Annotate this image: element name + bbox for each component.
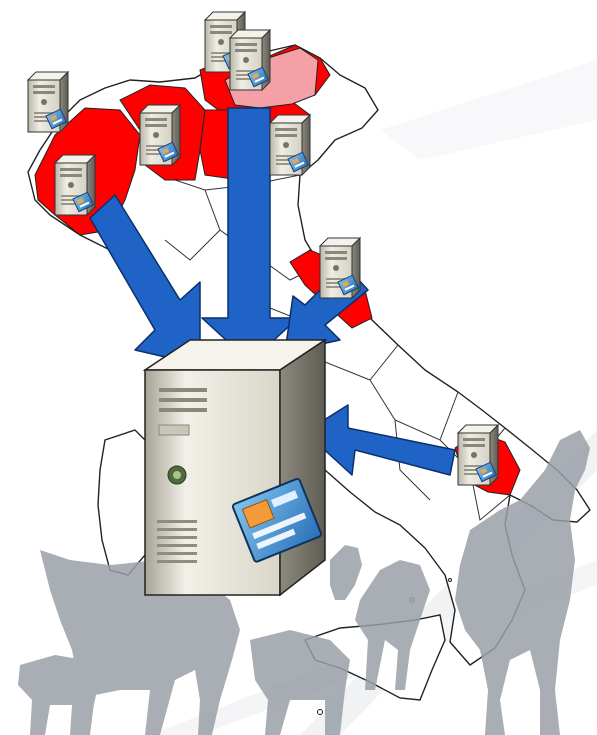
sardinia-outline (98, 430, 152, 575)
server-icon (140, 105, 180, 165)
server-icon (55, 155, 95, 215)
server-icon (230, 30, 270, 90)
server-icon (320, 238, 360, 298)
server-icon (458, 425, 498, 485)
central-server-icon (145, 340, 325, 595)
server-icon (270, 115, 310, 175)
server-icon (28, 72, 68, 132)
